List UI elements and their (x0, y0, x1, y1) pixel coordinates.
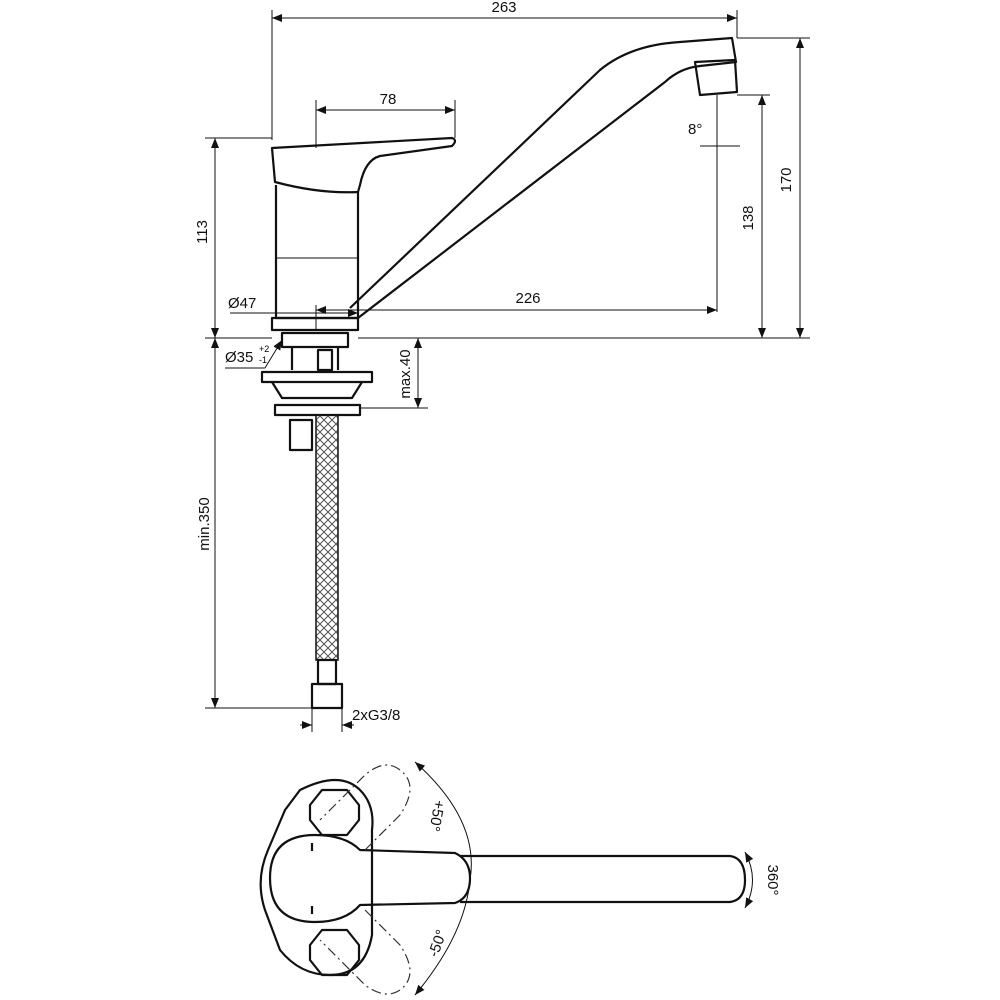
label-360: 360° (764, 864, 781, 895)
braided-hose (315, 414, 339, 661)
aerator (693, 58, 739, 97)
dim-min350: min.350 (196, 497, 213, 550)
rotation-arc (414, 761, 472, 996)
body (274, 185, 360, 320)
tol-minus: -1 (259, 355, 267, 365)
dim-connection: 2xG3/8 (352, 707, 400, 724)
label-minus50: -50° (425, 928, 450, 960)
base-ring (270, 316, 360, 332)
label-plus50: +50° (425, 799, 447, 833)
dimension-labels: 263 78 8° 138 170 113 Ø47 226 Ø35 +2 -1 … (194, 0, 795, 724)
rotated-position-plus (319, 764, 411, 851)
mount-holes (308, 788, 361, 977)
small-nut (288, 418, 314, 452)
hose-nut (310, 682, 344, 710)
dim-226: 226 (515, 290, 540, 307)
mount-plate (260, 370, 374, 400)
mounting-plate (259, 779, 374, 977)
mount-collar (280, 331, 350, 349)
dimension-lines (205, 10, 810, 732)
lever-top (268, 833, 472, 924)
rotated-position-minus (319, 909, 411, 995)
tol-plus: +2 (259, 344, 269, 354)
top-view: +50° -50° 360° (259, 761, 781, 996)
mount-studs (290, 347, 340, 372)
dim-47: Ø47 (228, 295, 256, 312)
dim-138: 138 (740, 205, 757, 230)
dim-max40: max.40 (397, 349, 414, 398)
mount-nut-plate (273, 403, 362, 417)
dim-170: 170 (778, 167, 795, 192)
lever-handle (270, 136, 457, 194)
dim-113: 113 (194, 220, 211, 244)
dim-35: Ø35 (225, 349, 253, 366)
dim-263: 263 (491, 0, 516, 16)
side-view (260, 36, 739, 710)
spout (349, 36, 738, 319)
dim-8deg: 8° (688, 121, 702, 138)
spout-top (460, 854, 747, 904)
360-arc (744, 851, 754, 909)
dim-78: 78 (380, 91, 397, 108)
